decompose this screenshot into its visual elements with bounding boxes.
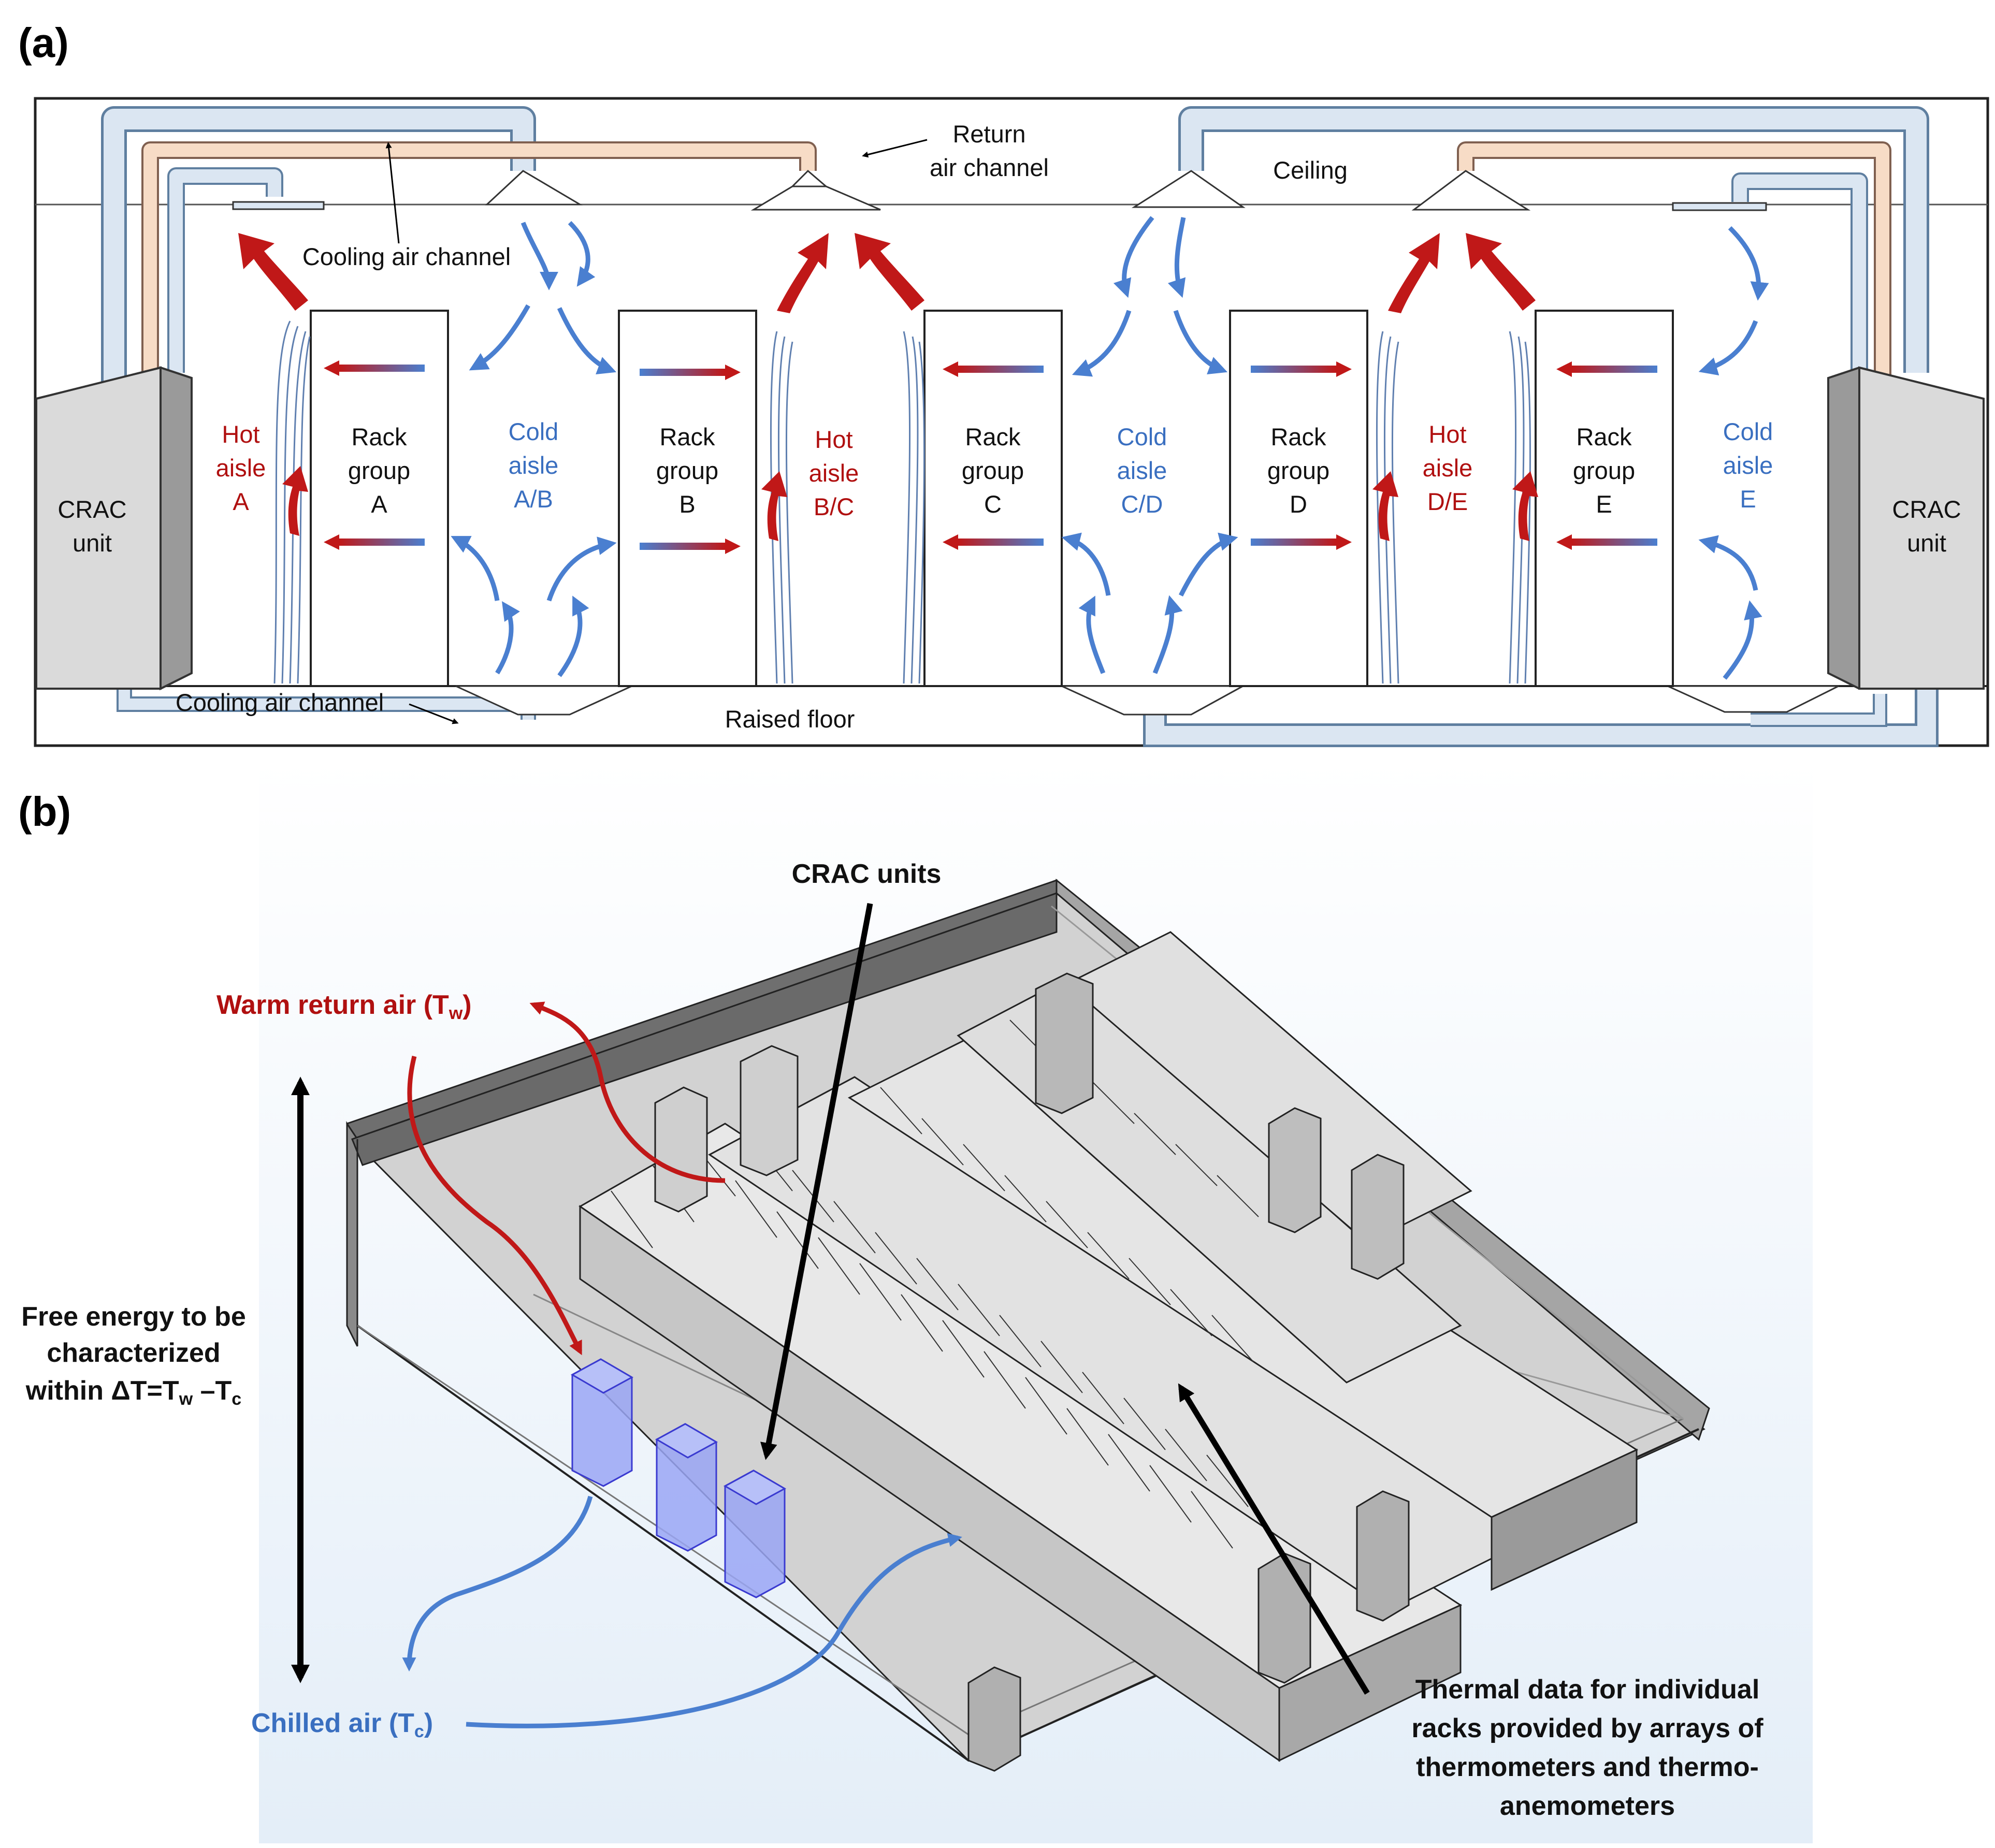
svg-text:Rack: Rack bbox=[1576, 423, 1632, 450]
svg-text:E: E bbox=[1596, 490, 1612, 518]
crac-unit-left: CRAC unit bbox=[35, 366, 193, 691]
ceiling-ducts bbox=[101, 106, 1929, 383]
crac-unit-right: CRAC unit bbox=[1827, 366, 1985, 690]
svg-text:D: D bbox=[1290, 490, 1307, 518]
ceiling-vents bbox=[232, 169, 1767, 211]
svg-text:Cooling air channel: Cooling air channel bbox=[302, 243, 511, 270]
rack-flow-arrows bbox=[324, 360, 1657, 554]
svg-text:aisle: aisle bbox=[216, 454, 266, 482]
svg-text:thermometers and thermo-: thermometers and thermo- bbox=[1416, 1752, 1759, 1782]
svg-text:Cold: Cold bbox=[1117, 423, 1167, 450]
crac-units-3d bbox=[570, 1358, 787, 1598]
svg-text:Cooling air channel: Cooling air channel bbox=[176, 689, 384, 716]
floor-vents bbox=[455, 685, 1839, 716]
svg-text:group: group bbox=[348, 457, 410, 484]
hot-aisle-streamlines bbox=[273, 321, 1531, 684]
rack-group-e: Rack group E bbox=[1535, 310, 1674, 687]
svg-text:group: group bbox=[656, 457, 718, 484]
svg-text:group: group bbox=[1573, 457, 1635, 484]
svg-text:Ceiling: Ceiling bbox=[1273, 156, 1348, 184]
rack-group-d: Rack group D bbox=[1229, 310, 1368, 687]
svg-text:characterized: characterized bbox=[47, 1338, 220, 1368]
svg-text:Cold: Cold bbox=[1723, 418, 1773, 445]
svg-text:Rack: Rack bbox=[1270, 423, 1326, 450]
svg-text:air channel: air channel bbox=[930, 154, 1049, 181]
svg-text:aisle: aisle bbox=[1723, 452, 1773, 479]
crac-right-label-2: unit bbox=[1907, 529, 1946, 557]
rack-group-b: Rack group B bbox=[618, 310, 757, 687]
svg-text:racks provided by arrays of: racks provided by arrays of bbox=[1411, 1713, 1763, 1743]
svg-text:A: A bbox=[371, 490, 387, 518]
crac-units-label: CRAC units bbox=[792, 859, 942, 889]
svg-text:Hot: Hot bbox=[222, 420, 259, 448]
panel-b-label: (b) bbox=[18, 789, 71, 835]
svg-text:B/C: B/C bbox=[814, 493, 854, 520]
svg-text:Thermal data for individual: Thermal data for individual bbox=[1415, 1675, 1760, 1705]
rack-group-c: Rack group C bbox=[923, 310, 1063, 687]
svg-text:E: E bbox=[1740, 485, 1756, 513]
crac-left-label-1: CRAC bbox=[57, 496, 126, 523]
svg-text:Rack: Rack bbox=[351, 423, 407, 450]
svg-text:Rack: Rack bbox=[965, 423, 1021, 450]
cold-air-arrows bbox=[451, 216, 1769, 680]
panel-a-annotations: Return air channel Ceiling Cooling air c… bbox=[176, 120, 1348, 733]
crac-left-label-2: unit bbox=[73, 529, 112, 557]
crac-right-label-1: CRAC bbox=[1892, 496, 1961, 523]
svg-text:C/D: C/D bbox=[1121, 490, 1163, 518]
hot-air-arrows bbox=[238, 233, 1538, 541]
chilled-air-label: Chilled air (Tc) bbox=[251, 1708, 433, 1741]
svg-text:B: B bbox=[679, 490, 695, 518]
svg-text:C: C bbox=[984, 490, 1002, 518]
svg-text:A: A bbox=[233, 488, 249, 515]
equipment-boxes bbox=[654, 972, 1410, 1772]
svg-text:Raised floor: Raised floor bbox=[725, 705, 855, 733]
svg-text:Hot: Hot bbox=[815, 426, 852, 453]
svg-text:Return: Return bbox=[952, 120, 1025, 148]
svg-text:Hot: Hot bbox=[1428, 420, 1466, 448]
svg-text:aisle: aisle bbox=[509, 452, 559, 479]
svg-text:Free energy to be: Free energy to be bbox=[21, 1302, 245, 1332]
panel-b-annotations: CRAC units Warm return air (Tw) Chilled … bbox=[21, 859, 1763, 1821]
svg-text:anemometers: anemometers bbox=[1500, 1791, 1675, 1821]
delta-t-formula: within ΔT=Tw –Tc bbox=[25, 1376, 241, 1409]
svg-text:aisle: aisle bbox=[1117, 457, 1167, 484]
svg-text:aisle: aisle bbox=[809, 459, 859, 487]
svg-text:group: group bbox=[1267, 457, 1329, 484]
panel-b-arrows bbox=[291, 903, 1370, 1728]
svg-text:A/B: A/B bbox=[514, 485, 553, 513]
svg-text:D/E: D/E bbox=[1427, 488, 1468, 515]
svg-text:Rack: Rack bbox=[659, 423, 715, 450]
svg-text:group: group bbox=[962, 457, 1024, 484]
svg-text:aisle: aisle bbox=[1423, 454, 1473, 482]
warm-return-air-label: Warm return air (Tw) bbox=[216, 990, 472, 1023]
panel-a-label: (a) bbox=[18, 20, 69, 66]
rack-group-a: Rack group A bbox=[310, 310, 449, 687]
svg-text:Cold: Cold bbox=[509, 418, 559, 445]
aisle-labels: Hot aisle A Cold aisle A/B Hot aisle B/C… bbox=[216, 418, 1773, 520]
